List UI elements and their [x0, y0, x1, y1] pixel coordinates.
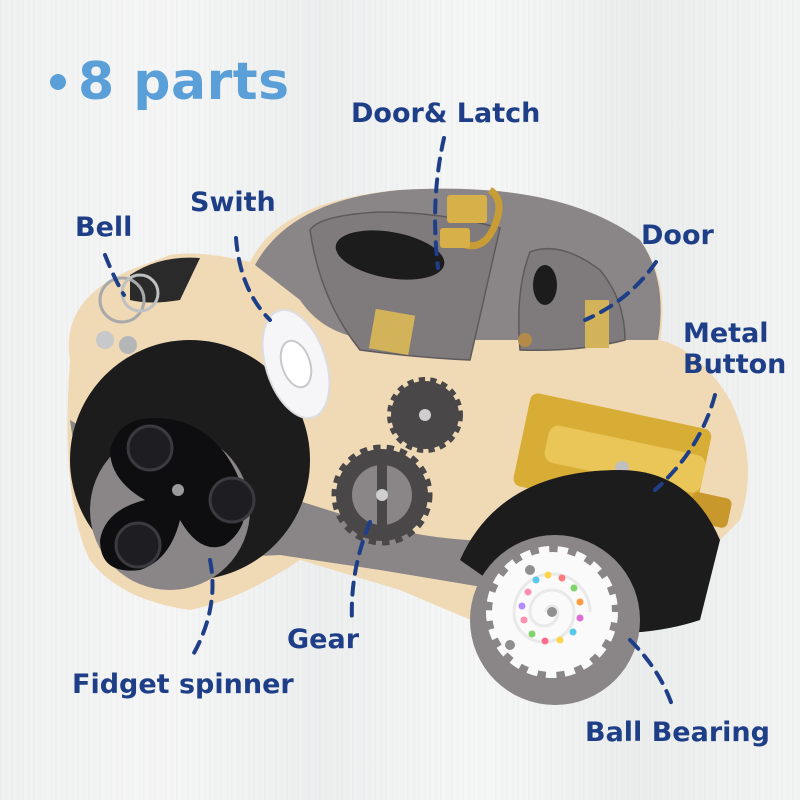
heading-text: 8 parts	[78, 52, 290, 112]
bullet-dot-icon	[50, 74, 66, 90]
door-latch	[439, 187, 503, 250]
label-switch: Swith	[190, 187, 276, 218]
label-fidget-spinner: Fidget spinner	[72, 669, 294, 700]
leader-door	[583, 260, 658, 322]
leader-bell	[103, 253, 126, 297]
gears	[331, 377, 463, 546]
label-metal-button-line1: Metal	[683, 318, 769, 349]
door-hinges	[368, 300, 609, 356]
label-gear: Gear	[287, 624, 360, 655]
label-ball-bearing: Ball Bearing	[585, 717, 770, 748]
fidget-spinner	[100, 418, 256, 571]
leader-switch	[234, 236, 272, 322]
leader-fidget-spinner	[188, 558, 215, 662]
label-metal-button: Metal Button	[683, 318, 786, 380]
light-switch	[261, 308, 331, 420]
label-door: Door	[641, 220, 714, 251]
leader-door-latch	[433, 136, 446, 270]
leader-metal-button	[653, 393, 717, 492]
label-bell: Bell	[75, 212, 133, 243]
parts-count-heading: 8 parts	[50, 52, 290, 112]
ball-bearing-maze	[486, 546, 618, 678]
label-metal-button-line2: Button	[683, 349, 787, 381]
leader-ball-bearing	[628, 638, 674, 707]
leader-lines	[103, 136, 717, 707]
label-door-latch: Door& Latch	[351, 98, 541, 129]
leader-gear	[349, 520, 372, 622]
